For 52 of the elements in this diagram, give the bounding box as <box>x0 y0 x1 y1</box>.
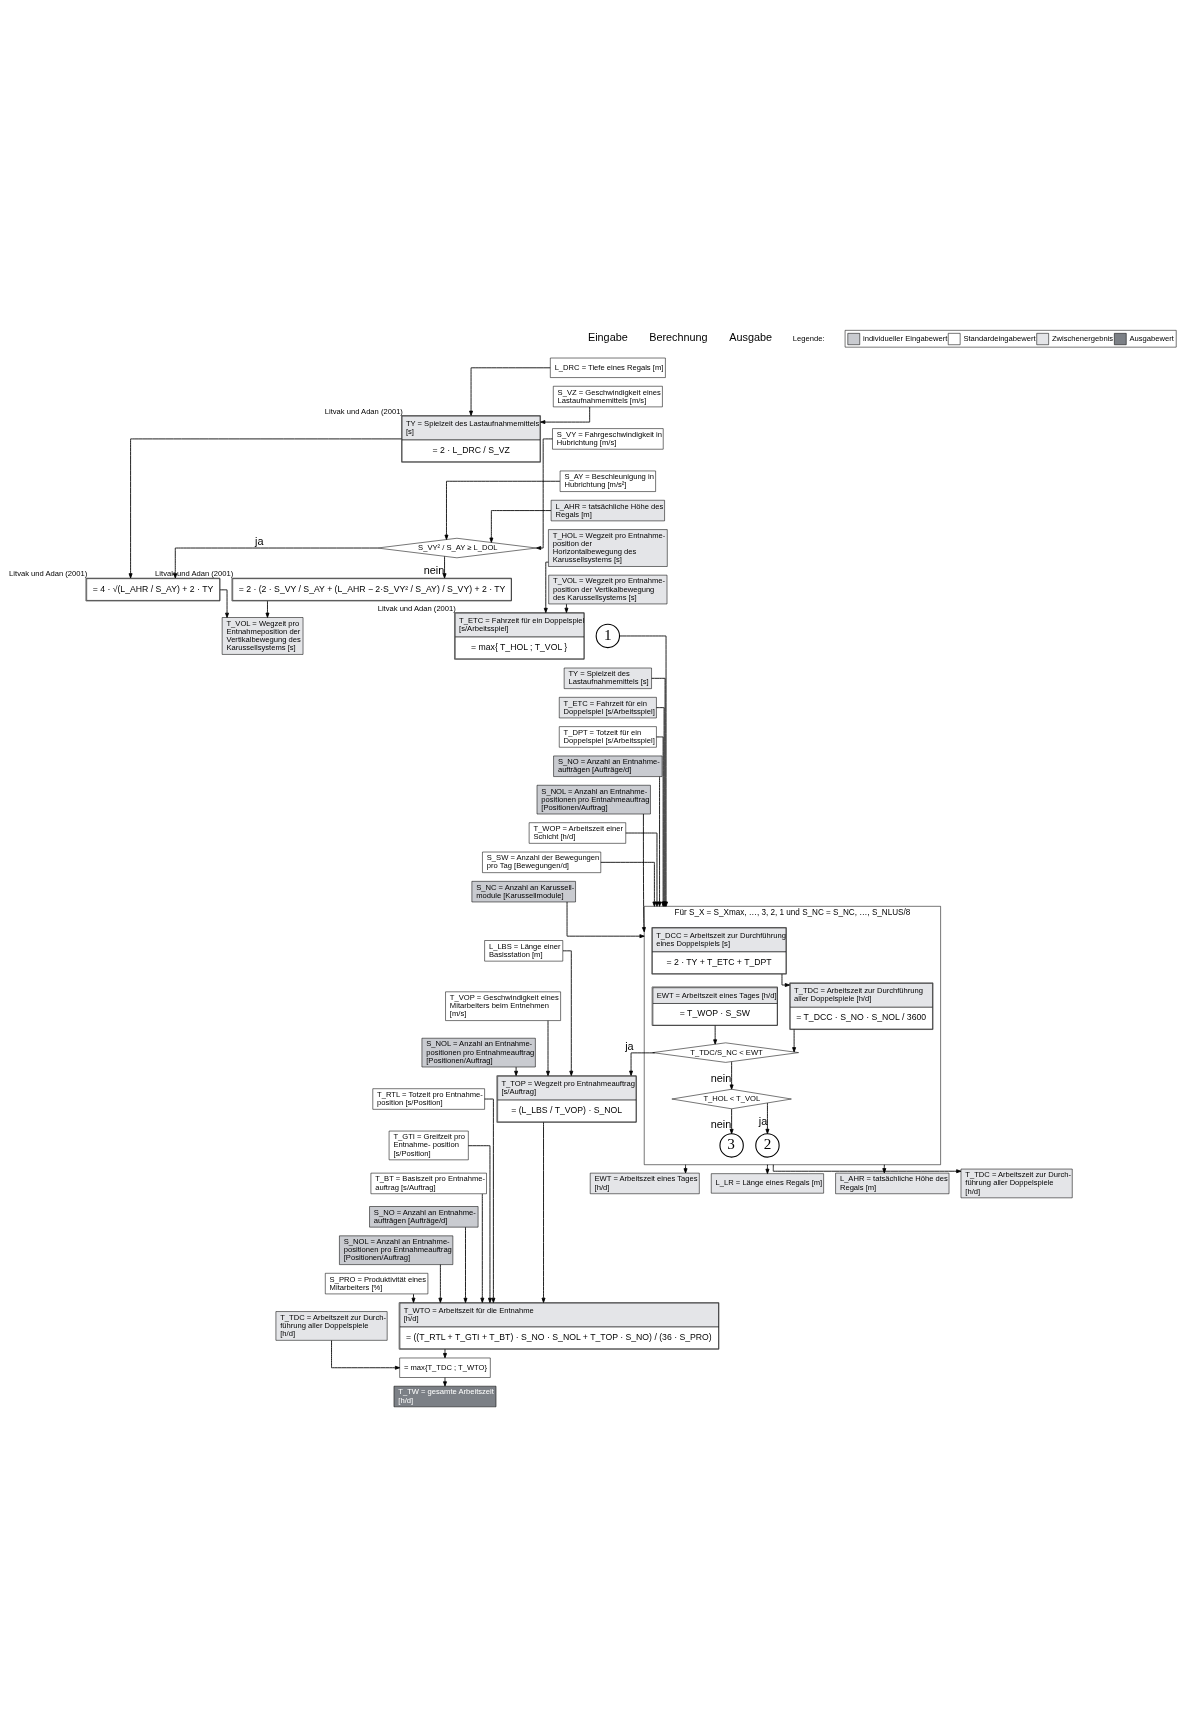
arrow <box>442 556 447 579</box>
arrow <box>713 1025 718 1045</box>
arrow <box>514 1066 519 1076</box>
arrow <box>882 1164 887 1174</box>
arrow <box>484 1098 496 1303</box>
arrow <box>729 1061 734 1090</box>
arrow <box>541 1122 546 1303</box>
node-circle: 3 <box>719 1133 744 1158</box>
arrow <box>641 813 646 933</box>
arrow <box>467 1145 492 1303</box>
arrow <box>443 1377 447 1387</box>
arrow <box>480 1193 485 1303</box>
arrow <box>772 1164 962 1174</box>
edge-label: ja <box>255 534 264 547</box>
arrow <box>765 1164 770 1174</box>
edge-label: ja <box>625 1039 634 1052</box>
arrow <box>781 973 790 987</box>
arrow <box>265 600 270 618</box>
edge-label: nein <box>710 1072 732 1085</box>
arrow <box>625 832 659 907</box>
arrow <box>657 776 662 907</box>
arrow <box>535 438 553 550</box>
arrow <box>331 1340 401 1370</box>
arrow <box>765 1102 770 1135</box>
arrow <box>128 438 402 579</box>
arrow <box>792 1029 797 1053</box>
arrow <box>173 547 378 579</box>
node-circle: 1 <box>595 623 621 649</box>
arrow <box>683 1164 688 1174</box>
arrow <box>443 1348 447 1359</box>
node-circle: 2 <box>755 1133 780 1158</box>
arrow <box>600 861 657 907</box>
arrow <box>562 950 574 1076</box>
arrow <box>629 1052 656 1076</box>
edge-label: nein <box>710 1117 732 1130</box>
arrow <box>469 367 551 416</box>
edge-label: ja <box>758 1114 768 1127</box>
arrow <box>411 1293 416 1303</box>
edge-label: nein <box>423 563 445 576</box>
label: Eingabe <box>587 331 628 344</box>
label: Ausgabe <box>729 331 773 344</box>
arrow <box>729 1108 734 1135</box>
arrow <box>219 589 229 618</box>
arrow <box>463 1226 468 1303</box>
arrow <box>546 1020 550 1077</box>
arrow <box>444 480 561 540</box>
arrow <box>489 510 552 543</box>
arrow <box>564 603 569 613</box>
arrow <box>438 1264 443 1303</box>
arrow <box>543 561 549 614</box>
label: Berechnung <box>649 331 708 344</box>
arrow <box>566 901 645 939</box>
